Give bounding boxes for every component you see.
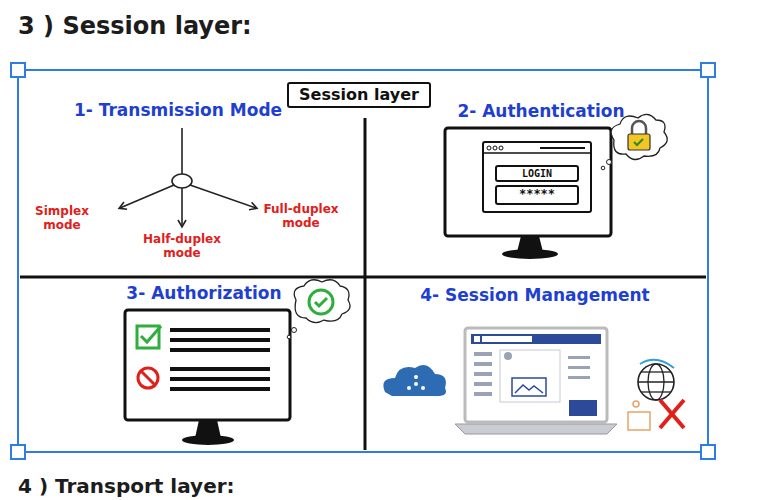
node-text: ***** <box>519 188 555 201</box>
login-button: LOGIN <box>495 165 579 182</box>
node-text: Session layer <box>299 86 419 104</box>
authorization-monitor <box>125 310 290 445</box>
page-heading: 3 ) Session layer: <box>18 12 252 40</box>
section-heading: 4- Session Management <box>420 285 649 305</box>
section-heading: 2- Authentication <box>457 101 624 121</box>
selection-handles <box>11 63 715 459</box>
mode-label: Simplex mode <box>27 204 97 233</box>
check-thought <box>287 280 350 339</box>
selection-frame <box>18 70 708 452</box>
mode-label: Full-duplex mode <box>262 202 340 231</box>
section-heading: 1- Transmission Mode <box>74 100 282 120</box>
mode-tree <box>120 128 256 226</box>
network-cloud <box>383 365 446 396</box>
layer-tag: Session layer <box>287 82 431 108</box>
password-field: ***** <box>495 185 579 205</box>
mode-label: Half-duplex mode <box>141 232 223 261</box>
quadrant-lines <box>20 118 706 450</box>
login-monitor <box>445 128 611 259</box>
node-text: LOGIN <box>522 168 552 179</box>
section-heading: 3- Authorization <box>126 283 281 303</box>
next-heading: 4 ) Transport layer: <box>18 474 235 498</box>
laptop-session <box>455 328 617 434</box>
lock-thought <box>601 114 667 169</box>
globe-blocked <box>628 360 684 430</box>
